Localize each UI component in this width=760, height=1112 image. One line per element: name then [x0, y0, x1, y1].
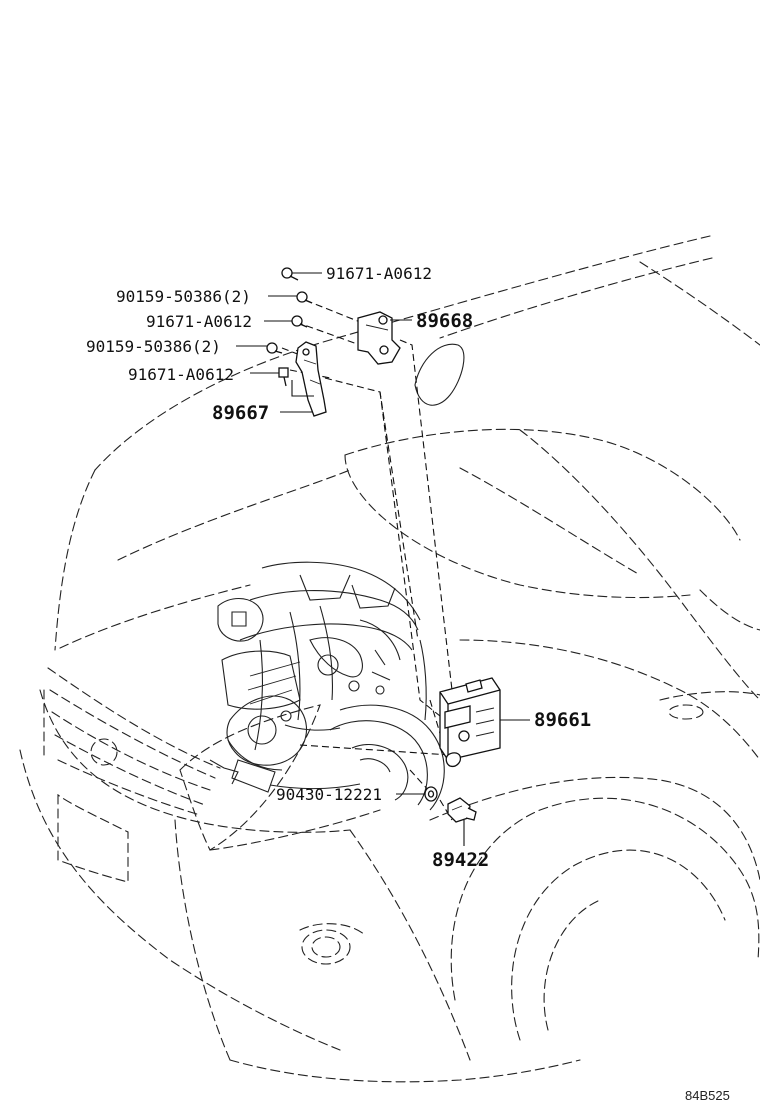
drawing-code: 84B525 [685, 1088, 730, 1103]
callout-90159-50386-upper: 90159-50386(2) [116, 287, 251, 306]
nut-90159-50386-upper [296, 291, 313, 304]
callout-90430-12221: 90430-12221 [276, 785, 382, 804]
callout-91671-a0612-mid: 91671-A0612 [146, 312, 252, 331]
engine-assembly [209, 561, 445, 811]
bracket-89667 [295, 341, 327, 417]
sensor-89422 [447, 797, 477, 823]
gasket-90430-12221 [424, 786, 438, 802]
callout-91671-a0612-low: 91671-A0612 [128, 365, 234, 384]
vehicle-outline [19, 235, 760, 1083]
callout-91671-a0612-top: 91671-A0612 [326, 264, 432, 283]
nut-90159-50386-lower [266, 342, 283, 354]
callout-89668: 89668 [416, 310, 473, 332]
ecu-89661 [439, 677, 501, 768]
leader-lines [236, 272, 530, 846]
bolt-91671-a0612-top [281, 267, 299, 281]
callout-labels: 91671-A0612 90159-50386(2) 91671-A0612 9… [86, 264, 730, 1103]
callout-90159-50386-lower: 90159-50386(2) [86, 337, 221, 356]
bolt-91671-a0612-mid [291, 315, 308, 328]
bolt-91671-a0612-low [278, 367, 289, 387]
callout-89667: 89667 [212, 402, 269, 424]
callout-89661: 89661 [534, 709, 591, 731]
bracket-89668 [357, 311, 401, 365]
callout-89422: 89422 [432, 849, 489, 871]
